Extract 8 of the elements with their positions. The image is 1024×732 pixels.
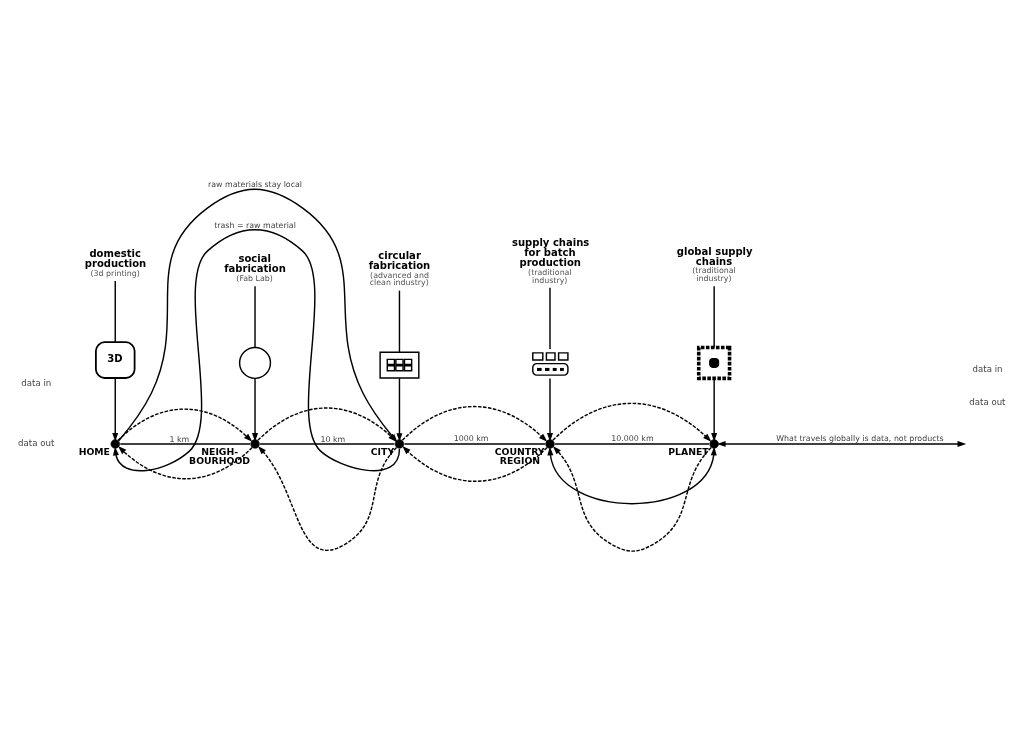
node-label: HOME [78,445,110,457]
label: data out [969,396,1006,407]
label: data in [972,363,1003,374]
node-label: PLANET [668,445,709,457]
node-label: COUNTRY REGION [494,445,545,467]
label: data in [21,377,52,388]
node-label: CITY [370,445,395,457]
label: data out [18,438,55,449]
